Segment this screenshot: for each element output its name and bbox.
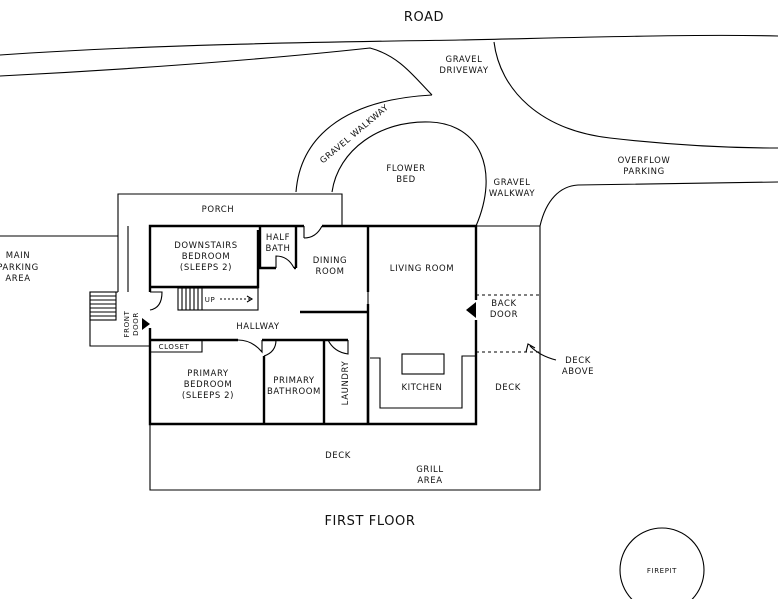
stairs-up-arrowhead xyxy=(246,295,254,303)
grill-area-label: AREA xyxy=(417,476,442,486)
overflow-parking-edge xyxy=(539,181,778,227)
half-bath-label: BATH xyxy=(266,244,291,254)
half-bath-label: HALF xyxy=(266,233,290,243)
gravel-walkway-label: WALKWAY xyxy=(489,189,535,199)
gravel-driveway-label: DRIVEWAY xyxy=(439,66,488,76)
back-door-marker xyxy=(466,302,476,318)
gravel-walkway-label: GRAVEL xyxy=(494,178,531,188)
main-parking-label: AREA xyxy=(5,274,30,284)
deck-outline xyxy=(149,226,541,491)
door-swing xyxy=(237,339,263,354)
flower-bed-label: FLOWER xyxy=(386,164,425,174)
door-swing xyxy=(275,255,295,269)
closet-outline xyxy=(150,340,203,353)
primary-bedroom-label: PRIMARY xyxy=(187,369,229,379)
front-door-label: FRONT xyxy=(123,310,131,337)
deck-above-pointer xyxy=(529,345,557,361)
interior-stairs xyxy=(177,287,259,311)
closet-label: CLOSET xyxy=(159,343,190,351)
exterior-wall xyxy=(322,224,478,300)
overflow-parking-label: OVERFLOW xyxy=(618,156,671,166)
downstairs-bedroom-wall xyxy=(150,230,260,289)
deck-above-label: DECK xyxy=(565,356,591,366)
deck-above-label: ABOVE xyxy=(562,367,594,377)
building xyxy=(89,193,557,491)
primary-bedroom-label: (SLEEPS 2) xyxy=(182,391,234,401)
overflow-parking-label: PARKING xyxy=(623,167,665,177)
primary-bathroom-label: PRIMARY xyxy=(273,376,315,386)
porch-outline xyxy=(117,193,343,226)
stairs-up-label: UP xyxy=(205,296,216,304)
back-door-label: DOOR xyxy=(490,310,518,320)
door-swing xyxy=(327,339,349,355)
first-floor-title: FIRST FLOOR xyxy=(324,514,415,529)
road-label: ROAD xyxy=(404,10,444,25)
main-parking-label: MAIN xyxy=(6,251,30,261)
downstairs-bedroom-label: (SLEEPS 2) xyxy=(180,263,232,273)
door-swing xyxy=(149,291,163,311)
porch-label: PORCH xyxy=(202,205,235,215)
gravel-driveway-label: GRAVEL xyxy=(446,55,483,65)
front-stairs-outline xyxy=(89,291,117,321)
grill-area-label: GRILL xyxy=(416,465,443,475)
deck-bottom-label: DECK xyxy=(325,451,351,461)
deck-right-label: DECK xyxy=(495,383,521,393)
downstairs-bedroom-label: BEDROOM xyxy=(182,252,231,262)
door-swing xyxy=(303,225,323,239)
road-edge-lower xyxy=(0,47,433,96)
flower-bed-outline xyxy=(331,121,487,227)
exterior-wall xyxy=(148,320,478,426)
primary-bathroom-label: BATHROOM xyxy=(267,387,321,397)
road-edge-upper xyxy=(0,34,778,56)
kitchen-island xyxy=(401,353,445,375)
hallway-label: HALLWAY xyxy=(236,322,280,332)
firepit-label: FIREPIT xyxy=(647,567,677,575)
laundry-label: LAUNDRY xyxy=(341,360,351,405)
firepit-circle xyxy=(619,527,705,599)
flower-bed-label: BED xyxy=(396,175,416,185)
door-swing xyxy=(263,339,277,357)
interior-stairs-outline xyxy=(177,287,259,311)
front-door-marker xyxy=(142,318,150,330)
exterior-wall xyxy=(148,224,304,292)
half-bath-wall xyxy=(258,226,276,270)
back-door-label: BACK xyxy=(491,299,516,309)
living-room-label: LIVING ROOM xyxy=(390,264,454,274)
site-features xyxy=(0,34,778,237)
gravel-driveway-edge xyxy=(493,41,778,149)
main-parking-label: PARKING xyxy=(0,263,39,273)
front-door-label: DOOR xyxy=(132,312,140,336)
front-stairs xyxy=(89,291,117,321)
dining-room-label: DINING xyxy=(313,256,347,266)
deck-above-arrowhead xyxy=(525,343,536,353)
kitchen-counter xyxy=(370,355,476,409)
dining-room-label: ROOM xyxy=(315,267,344,277)
downstairs-bedroom-label: DOWNSTAIRS xyxy=(174,241,238,251)
gravel-walkway-outer xyxy=(295,94,433,193)
kitchen-label: KITCHEN xyxy=(401,383,442,393)
primary-bedroom-label: BEDROOM xyxy=(184,380,233,390)
